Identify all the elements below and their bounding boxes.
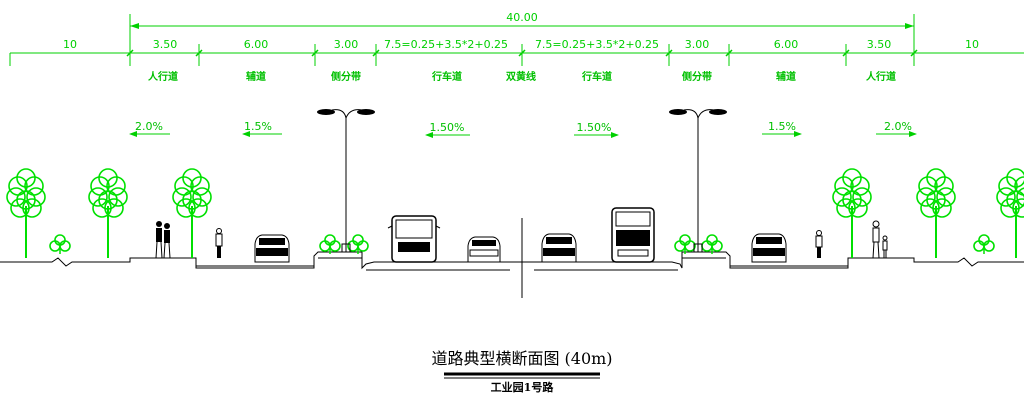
tree-4 — [832, 168, 872, 258]
zone-carriage-right: 行车道 — [581, 70, 612, 83]
dim-divider-right: 3.00 — [685, 38, 710, 51]
dim-carriage-left: 7.5=0.25+3.5*2+0.25 — [384, 38, 508, 51]
dim-divider-left: 3.00 — [334, 38, 359, 51]
svg-text:1.5%: 1.5% — [244, 120, 272, 133]
zone-carriage-left: 行车道 — [431, 70, 462, 83]
slope-aux-right: 1.5% — [762, 120, 802, 137]
dim-sidewalk-right: 3.50 — [867, 38, 892, 51]
bus-left — [387, 215, 441, 263]
svg-text:2.0%: 2.0% — [135, 120, 163, 133]
tree-1 — [6, 168, 46, 258]
zone-aux-left: 辅道 — [246, 70, 266, 83]
street-lamp-left — [317, 109, 375, 253]
pedestrians-left — [155, 221, 171, 259]
svg-text:1.50%: 1.50% — [577, 121, 612, 134]
street-trees — [6, 168, 1024, 258]
tree-5 — [916, 168, 956, 258]
shrub-3 — [347, 234, 369, 254]
tree-6 — [996, 168, 1024, 258]
slope-aux-left: 1.5% — [242, 120, 282, 137]
dim-sidewalk-left: 3.50 — [153, 38, 178, 51]
shrub-2 — [319, 234, 341, 254]
zone-labels: 人行道 辅道 侧分带 行车道 双黄线 行车道 侧分带 辅道 人行道 — [148, 70, 896, 83]
segment-dimension-line — [9, 44, 1024, 66]
bus-right — [611, 207, 655, 263]
slope-carriage-right: 1.50% — [574, 121, 619, 138]
dim-aux-right: 6.00 — [774, 38, 799, 51]
tree-2 — [88, 168, 128, 258]
zone-aux-right: 辅道 — [776, 70, 796, 83]
car-aux-right — [751, 233, 787, 263]
svg-text:2.0%: 2.0% — [884, 120, 912, 133]
dim-aux-left: 6.00 — [244, 38, 269, 51]
dim-carriage-right: 7.5=0.25+3.5*2+0.25 — [535, 38, 659, 51]
zone-sidewalk-left: 人行道 — [148, 70, 178, 83]
total-width-label: 40.00 — [506, 11, 538, 24]
slope-carriage-left: 1.50% — [425, 121, 470, 138]
svg-text:1.50%: 1.50% — [430, 121, 465, 134]
street-lamp-right — [669, 109, 727, 253]
total-width-dimension: 40.00 — [129, 11, 915, 66]
pedestrians-right — [872, 220, 888, 259]
shrubs — [49, 234, 995, 254]
drawing-subtitle: 工业园1号路 — [491, 380, 555, 394]
zone-divider-left: 侧分带 — [331, 70, 361, 83]
shrub-5 — [701, 234, 723, 254]
zone-divider-right: 侧分带 — [682, 70, 712, 83]
svg-text:1.5%: 1.5% — [768, 120, 796, 133]
zone-sidewalk-right: 人行道 — [866, 70, 896, 83]
cyclist-right — [815, 230, 823, 258]
slope-sidewalk-right: 2.0% — [876, 120, 917, 137]
dim-outer-right: 10 — [965, 38, 979, 51]
shrub-6 — [973, 234, 995, 254]
car-lane-right — [541, 233, 577, 263]
slope-indicators: 2.0% 1.5% 1.50% 1.50% 1.5% 2.0% — [129, 120, 917, 138]
drawing-title: 道路典型横断面图 (40m) — [431, 349, 612, 368]
shrub-4 — [674, 234, 696, 254]
car-lane-left — [467, 236, 501, 263]
shrub-1 — [49, 234, 71, 254]
ground-profile — [0, 251, 1024, 271]
tree-3 — [172, 168, 212, 258]
zone-center-line: 双黄线 — [506, 70, 536, 83]
slope-sidewalk-left: 2.0% — [129, 120, 170, 137]
cyclist-left — [215, 228, 223, 258]
dim-outer-left: 10 — [63, 38, 77, 51]
segment-dimension-labels: 10 3.50 6.00 3.00 7.5=0.25+3.5*2+0.25 7.… — [63, 38, 979, 51]
car-aux-left — [254, 234, 290, 263]
